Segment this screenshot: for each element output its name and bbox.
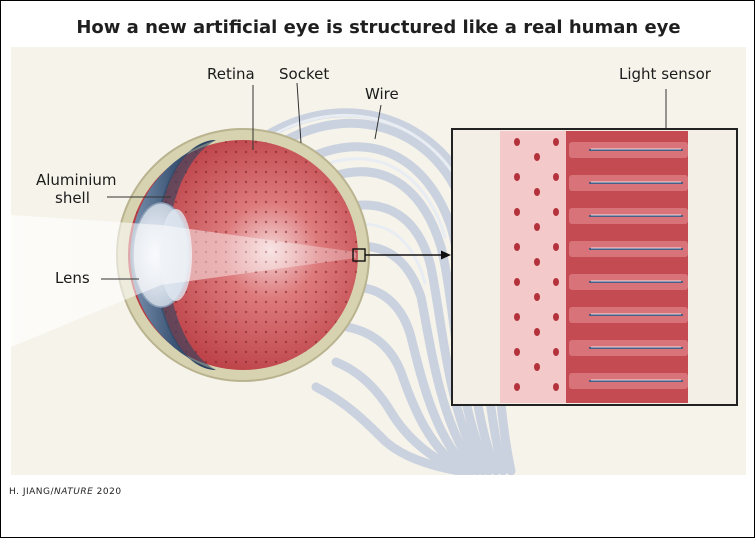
label-aluminium: Aluminium: [36, 171, 117, 189]
eye-drawing: [11, 47, 746, 475]
credit-year: 2020: [93, 487, 121, 497]
label-shell: shell: [55, 189, 90, 207]
label-socket: Socket: [279, 65, 329, 83]
label-wire: Wire: [365, 85, 399, 103]
image-credit: H. JIANG/NATURE 2020: [9, 487, 122, 497]
label-retina: Retina: [207, 65, 255, 83]
label-light-sensor: Light sensor: [619, 65, 711, 83]
eye-illustration: Retina Socket Wire Aluminium shell Lens …: [11, 47, 746, 475]
sensor-inset: [452, 129, 737, 405]
credit-journal: NATURE: [54, 487, 93, 497]
label-lens: Lens: [55, 269, 90, 287]
credit-author: H. JIANG/: [9, 487, 54, 497]
diagram-title: How a new artificial eye is structured l…: [11, 17, 746, 38]
